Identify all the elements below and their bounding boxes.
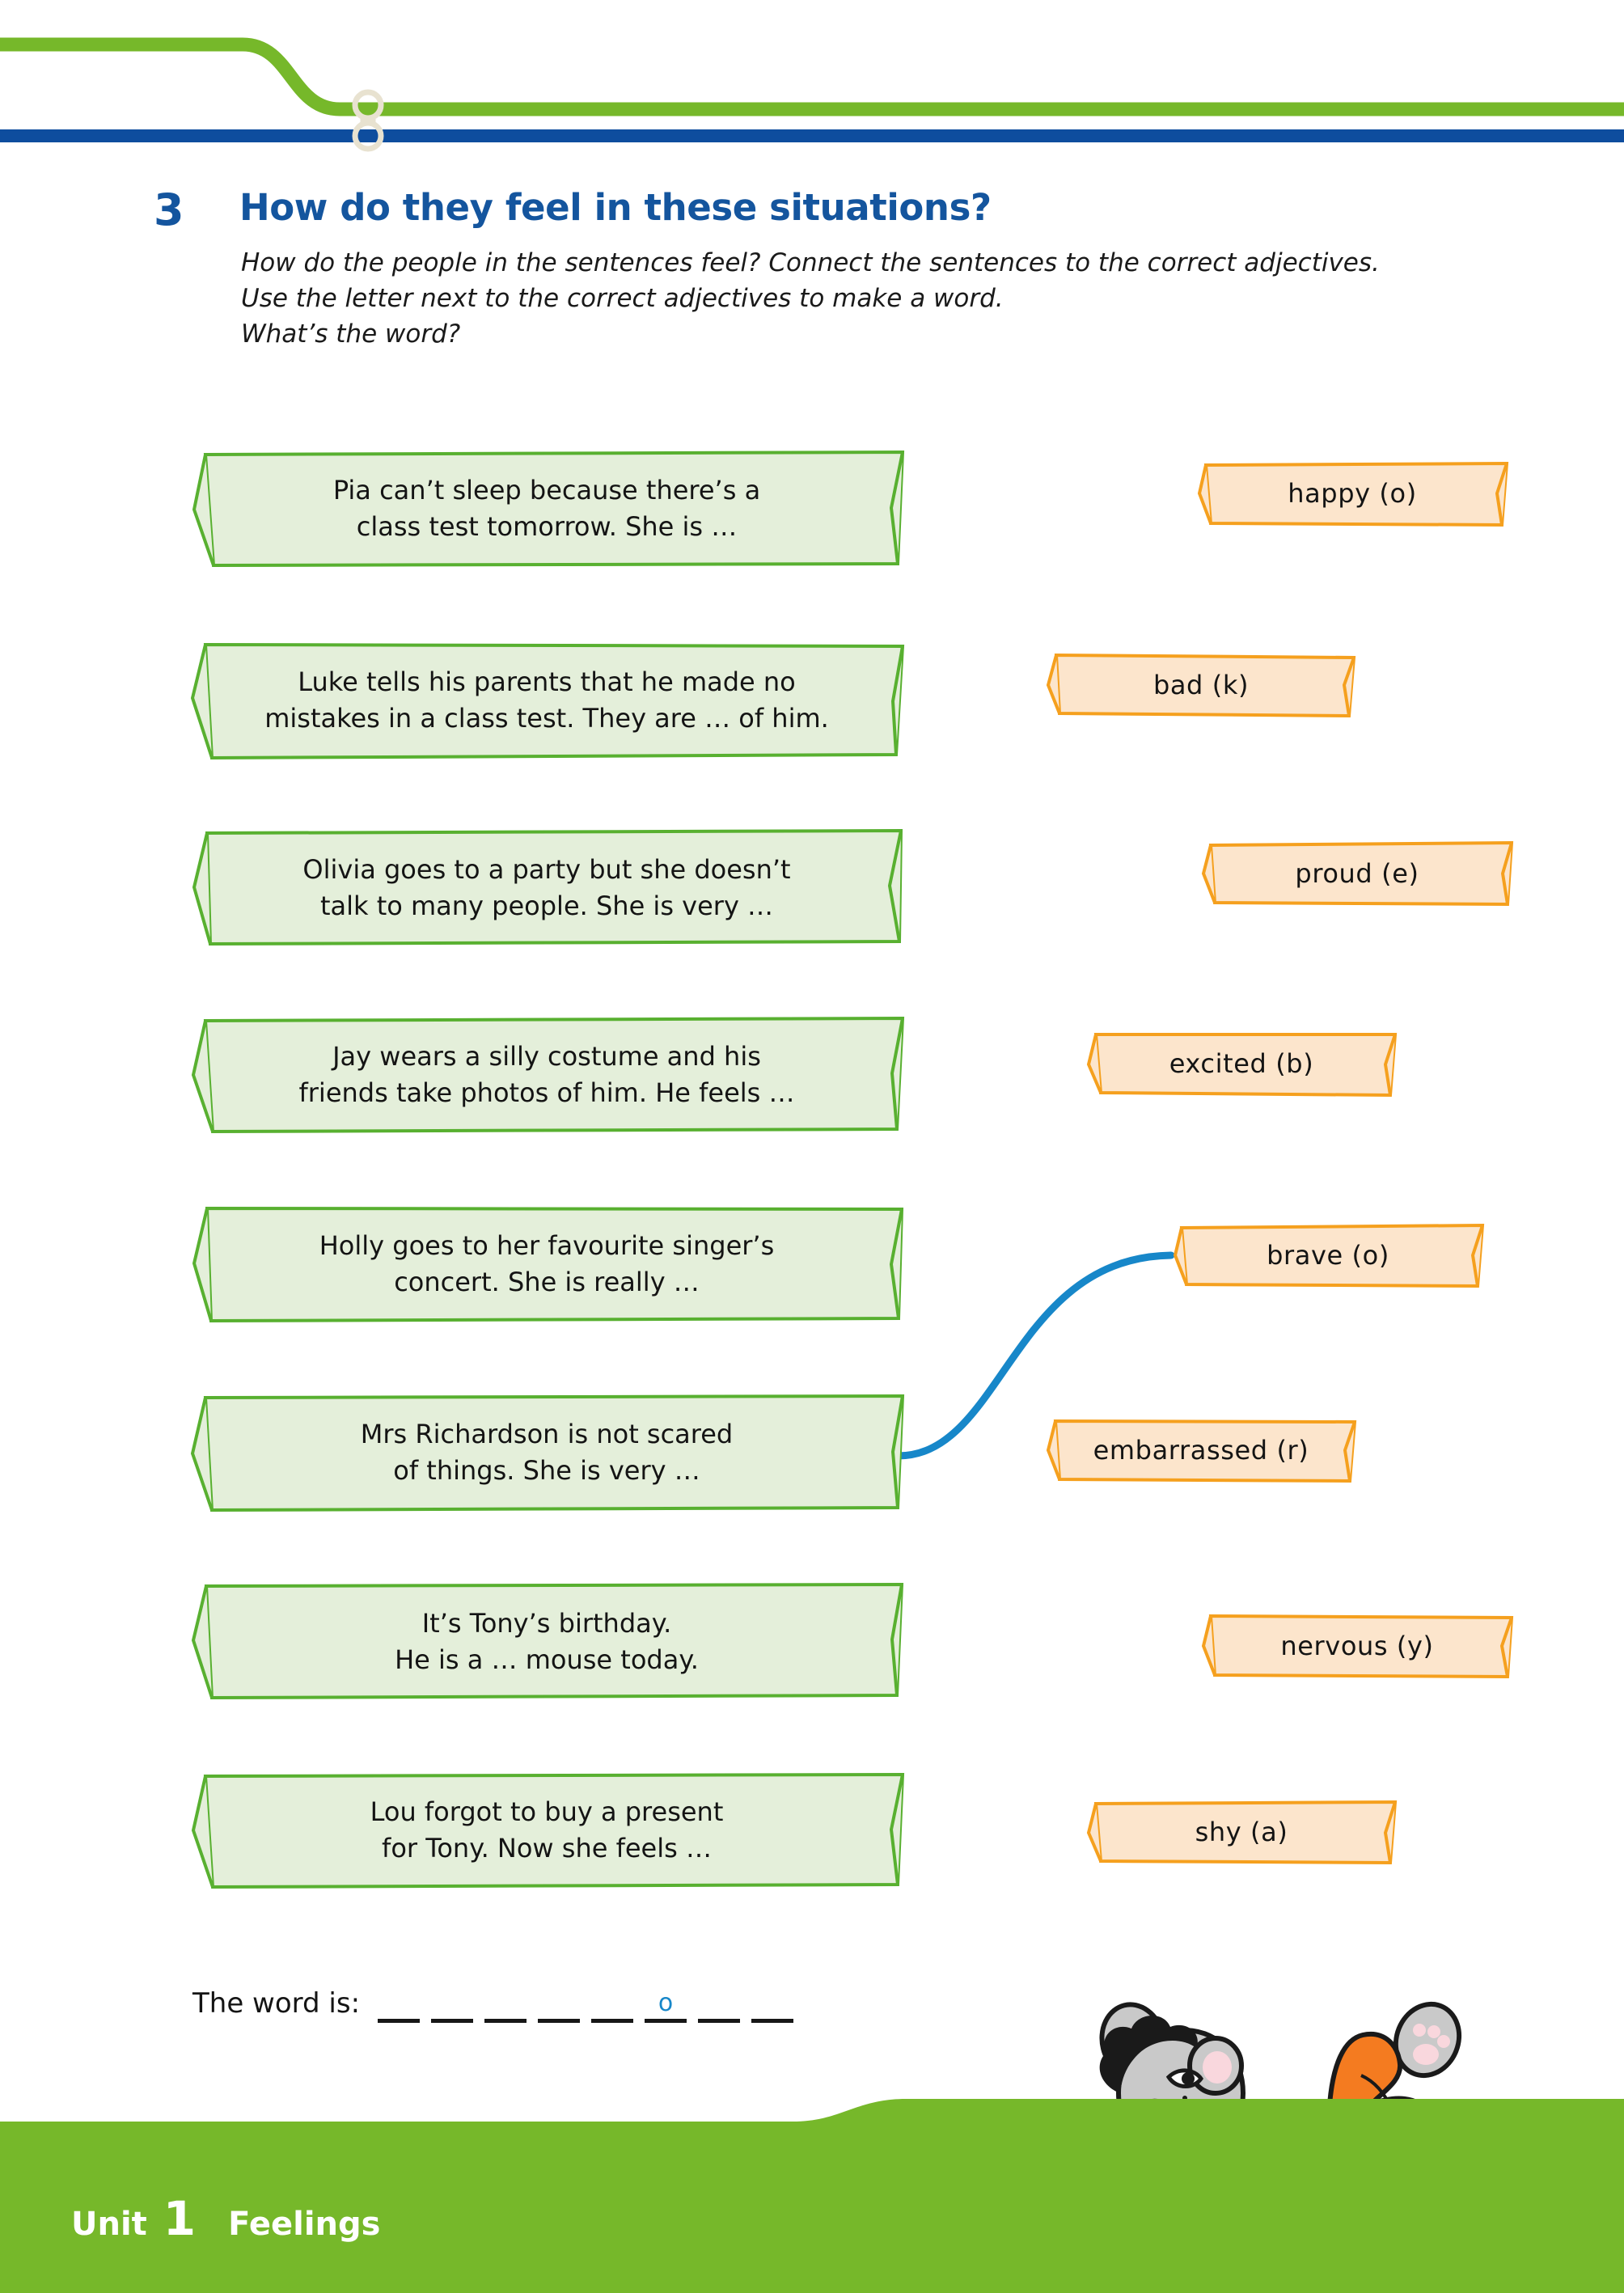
footer-unit-word: Unit [71,2206,147,2243]
sentence-card-7[interactable]: It’s Tony’s birthday.He is a … mouse tod… [188,1583,906,1701]
sentence-card-shape [191,1583,904,1700]
adjective-card-shape [1046,653,1356,718]
answer-blank-8[interactable] [751,1980,794,2023]
page-top-decoration [0,37,1624,152]
footer-unit-number: 1 [163,2191,197,2246]
answer-blanks: o [378,1980,794,2023]
adjective-label: proud (e) [1295,858,1419,890]
answer-blank-7[interactable] [698,1980,741,2023]
sentence-card-shape [191,1016,905,1134]
page-title: How do they feel in these situations? [239,186,992,229]
sentence-card-shape [191,1772,905,1889]
adjective-card-shape [1086,1800,1398,1865]
adjective-label: nervous (y) [1280,1631,1434,1662]
instruction-line-3: What’s the word? [241,319,461,349]
sentence-card-shape [192,1206,904,1323]
adjective-card-excited[interactable]: excited (b) [1084,1031,1399,1098]
answer-blank-2[interactable] [431,1980,474,2023]
sentence-card-shape [192,829,903,946]
page-footer [0,2099,1624,2293]
instruction-line-2: Use the letter next to the correct adjec… [241,284,1004,314]
adjective-card-shape [1086,1033,1398,1098]
adjective-label: embarrassed (r) [1093,1435,1309,1466]
adjective-card-nervous[interactable]: nervous (y) [1199,1614,1515,1680]
spiral-binding-icon [352,89,384,152]
answer-blank-4[interactable] [538,1980,581,2023]
adjective-label: shy (a) [1195,1817,1288,1848]
adjective-label: happy (o) [1288,478,1417,510]
footer-topic: Feelings [228,2206,381,2243]
instruction-line-1: How do the people in the sentences feel?… [241,248,1380,277]
exercise-number: 3 [154,184,184,235]
adjective-card-shape [1201,841,1514,907]
adjective-card-embarrassed[interactable]: embarrassed (r) [1043,1418,1359,1484]
adjective-label: bad (k) [1152,670,1250,701]
adjective-label: excited (b) [1169,1048,1314,1080]
adjective-card-happy[interactable]: happy (o) [1195,461,1510,527]
answer-blank-3[interactable] [484,1980,527,2023]
adjective-card-shape [1197,461,1509,527]
answer-line-label: The word is: [192,1987,361,2020]
adjective-card-bad[interactable]: bad (k) [1043,653,1359,719]
adjective-card-proud[interactable]: proud (e) [1199,841,1515,907]
sentence-card-shape [190,642,905,759]
answer-line: The word is: o [192,1980,794,2023]
footer-label: Unit 1 Feelings [71,2191,380,2246]
adjective-card-shape [1201,1614,1514,1679]
adjective-card-brave[interactable]: brave (o) [1170,1223,1486,1289]
sentence-card-shape [192,450,905,568]
adjective-card-shy[interactable]: shy (a) [1084,1800,1399,1866]
exercise-instructions: How do the people in the sentences feel?… [241,245,1380,352]
answer-blank-5[interactable] [591,1980,634,2023]
answer-blank-1[interactable] [378,1980,421,2023]
answer-blank-6[interactable]: o [645,1980,687,2023]
adjective-card-shape [1173,1223,1485,1288]
adjective-label: brave (o) [1267,1240,1389,1271]
sentence-text: It’s Tony’s birthday.He is a … mouse tod… [395,1607,699,1675]
